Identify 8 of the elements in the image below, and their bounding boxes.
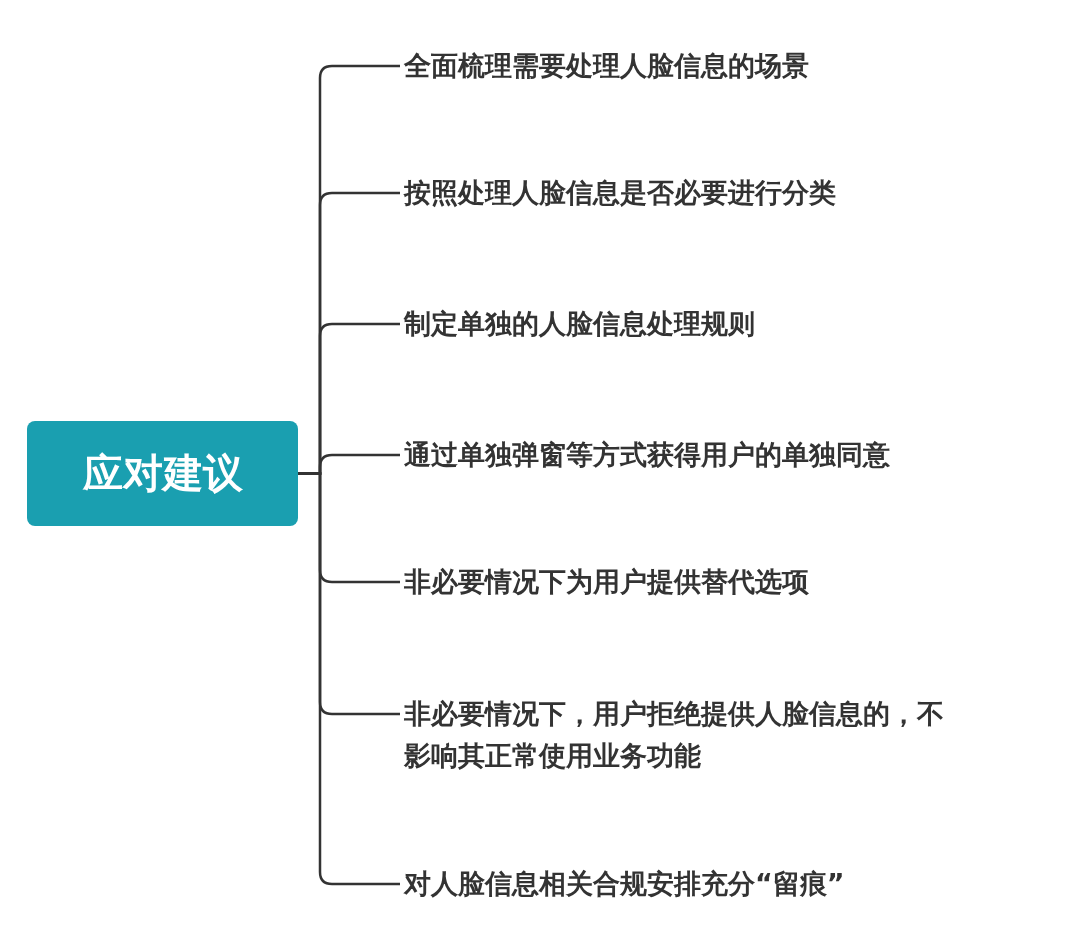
topic-box: 应对建议 (27, 421, 298, 526)
branch-text: 非必要情况下为用户提供替代选项 (404, 561, 964, 603)
branch-text: 通过单独弹窗等方式获得用户的单独同意 (404, 434, 1004, 476)
branch-text: 制定单独的人脸信息处理规则 (404, 303, 964, 345)
branch-text: 按照处理人脸信息是否必要进行分类 (404, 172, 964, 214)
branch-text: 非必要情况下，用户拒绝提供人脸信息的，不影响其正常使用业务功能 (404, 693, 949, 777)
branch-text: 全面梳理需要处理人脸信息的场景 (404, 45, 964, 87)
branch-text: 对人脸信息相关合规安排充分“留痕” (404, 863, 964, 905)
